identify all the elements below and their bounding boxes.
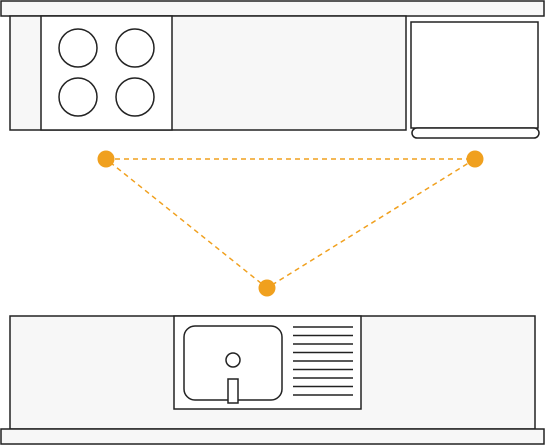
burner-back-right: [115, 77, 155, 117]
top-wall: [0, 0, 545, 17]
burner-group: [58, 28, 155, 117]
bottom-wall: [0, 428, 545, 445]
work-triangle: [97, 150, 484, 297]
cooktop: [40, 15, 173, 131]
sink-unit: [173, 315, 362, 410]
triangle-point-cooktop: [97, 150, 115, 168]
sink-faucet: [227, 378, 239, 404]
triangle-point-refrigerator: [466, 150, 484, 168]
refrigerator: [410, 21, 540, 139]
burner-front-right: [115, 28, 155, 68]
sink-drain: [225, 352, 241, 368]
drainboard: [293, 326, 353, 396]
triangle-point-sink: [258, 279, 276, 297]
burner-back-left: [58, 77, 98, 117]
work-triangle-path: [103, 158, 478, 289]
cooktop-panel: [40, 15, 173, 131]
bottom-counter-run: [9, 315, 536, 430]
refrigerator-body: [410, 21, 539, 129]
burner-front-left: [58, 28, 98, 68]
top-counter-run: [9, 15, 407, 131]
refrigerator-door: [411, 127, 540, 139]
